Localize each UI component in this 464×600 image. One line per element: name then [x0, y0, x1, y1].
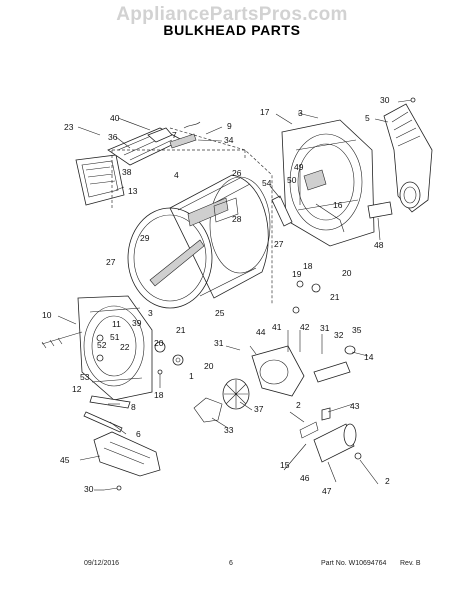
roller-group-left [154, 341, 184, 388]
screw-30-top [397, 97, 416, 103]
seal-54 [271, 195, 293, 227]
callout-19: 19 [292, 269, 302, 279]
screw-47 [354, 452, 362, 460]
callout-10: 10 [42, 310, 52, 320]
callout-26: 26 [232, 168, 242, 178]
callout-32: 32 [334, 330, 344, 340]
top-tray [107, 121, 201, 166]
gasket-33 [193, 397, 223, 423]
screw-30-bottom [103, 485, 122, 491]
base-45 [93, 431, 161, 477]
callout-3: 3 [148, 308, 153, 318]
front-bulkhead-39 [77, 295, 153, 401]
duct-5 [383, 103, 433, 213]
callout-30: 30 [380, 95, 390, 105]
footer-date: 09/12/2016 [84, 560, 120, 567]
page-title: BULKHEAD PARTS [163, 22, 301, 38]
callout-51: 51 [110, 332, 120, 342]
footer-page-number: 6 [229, 560, 233, 567]
leader-lines [57, 112, 389, 491]
callout-42: 42 [300, 322, 310, 332]
callout-9: 9 [227, 121, 232, 131]
callout-5: 5 [365, 113, 370, 123]
callout-50: 50 [287, 175, 297, 185]
callout-labels: 1 2 2 3 3 4 5 6 7 8 9 10 11 12 13 14 15 … [42, 95, 390, 496]
callout-39: 39 [132, 318, 142, 328]
callout-21: 21 [176, 325, 186, 335]
clip-43 [321, 407, 331, 421]
callout-40: 40 [110, 113, 120, 123]
callout-25: 25 [215, 308, 225, 318]
callout-1: 1 [189, 371, 194, 381]
footer-part-number: Part No. W10694764 [321, 560, 387, 567]
callout-53: 53 [80, 372, 90, 382]
callout-23: 23 [64, 122, 74, 132]
callout-14: 14 [364, 352, 374, 362]
callout-30: 30 [84, 484, 94, 494]
callout-20: 20 [154, 338, 164, 348]
tube-14 [313, 361, 351, 383]
callout-13: 13 [128, 186, 138, 196]
callout-16: 16 [333, 200, 343, 210]
callout-35: 35 [352, 325, 362, 335]
callout-34: 34 [224, 135, 234, 145]
rod-6 [83, 411, 123, 433]
callout-20: 20 [342, 268, 352, 278]
drum-frame-dashed [111, 127, 273, 305]
callout-8: 8 [131, 402, 136, 412]
bracket-48 [367, 201, 393, 219]
ring-35 [344, 345, 356, 355]
callout-46: 46 [300, 473, 310, 483]
callout-3: 3 [298, 108, 303, 118]
callout-41: 41 [272, 322, 282, 332]
callout-43: 43 [350, 401, 360, 411]
callout-2: 2 [385, 476, 390, 486]
callout-6: 6 [136, 429, 141, 439]
callout-29: 29 [140, 233, 150, 243]
callout-38: 38 [122, 167, 132, 177]
blower-housing-44 [251, 345, 305, 397]
callout-36: 36 [108, 132, 118, 142]
callout-17: 17 [260, 107, 270, 117]
heater-46 [299, 421, 357, 463]
callout-18: 18 [303, 261, 313, 271]
watermark: AppliancePartsPros.com [116, 4, 348, 25]
callout-31: 31 [320, 323, 330, 333]
motor-cluster [287, 280, 323, 354]
rear-bulkhead-17 [281, 119, 375, 247]
bracket-13 [75, 154, 125, 206]
callout-12: 12 [72, 384, 82, 394]
callout-47: 47 [322, 486, 332, 496]
callout-49: 49 [294, 162, 304, 172]
callout-52: 52 [97, 340, 107, 350]
callout-18: 18 [154, 390, 164, 400]
callout-2: 2 [296, 400, 301, 410]
bracket-8 [89, 395, 131, 409]
callout-22: 22 [120, 342, 130, 352]
callout-31: 31 [214, 338, 224, 348]
callout-4: 4 [174, 170, 179, 180]
callout-33: 33 [224, 425, 234, 435]
callout-44: 44 [256, 327, 266, 337]
rod-10 [41, 331, 83, 349]
callout-27: 27 [106, 257, 116, 267]
callout-28: 28 [232, 214, 242, 224]
callout-20: 20 [204, 361, 214, 371]
callout-15: 15 [280, 460, 290, 470]
blower-wheel-37 [222, 378, 250, 410]
callout-27: 27 [274, 239, 284, 249]
callout-21: 21 [330, 292, 340, 302]
drum-25 [127, 174, 271, 309]
callout-48: 48 [374, 240, 384, 250]
callout-54: 54 [262, 178, 272, 188]
callout-7: 7 [172, 130, 177, 140]
callout-37: 37 [254, 404, 264, 414]
callout-45: 45 [60, 455, 70, 465]
callout-11: 11 [112, 319, 121, 329]
footer-revision: Rev. B [400, 560, 421, 567]
